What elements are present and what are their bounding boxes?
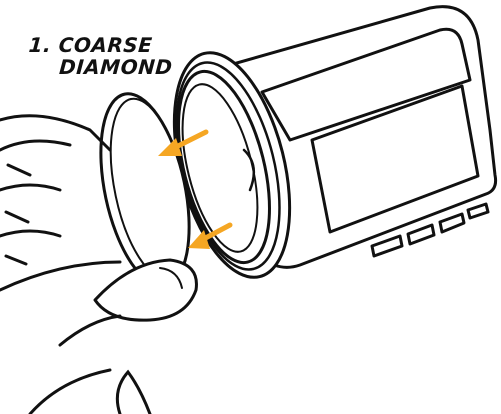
second-hand [30, 370, 150, 414]
